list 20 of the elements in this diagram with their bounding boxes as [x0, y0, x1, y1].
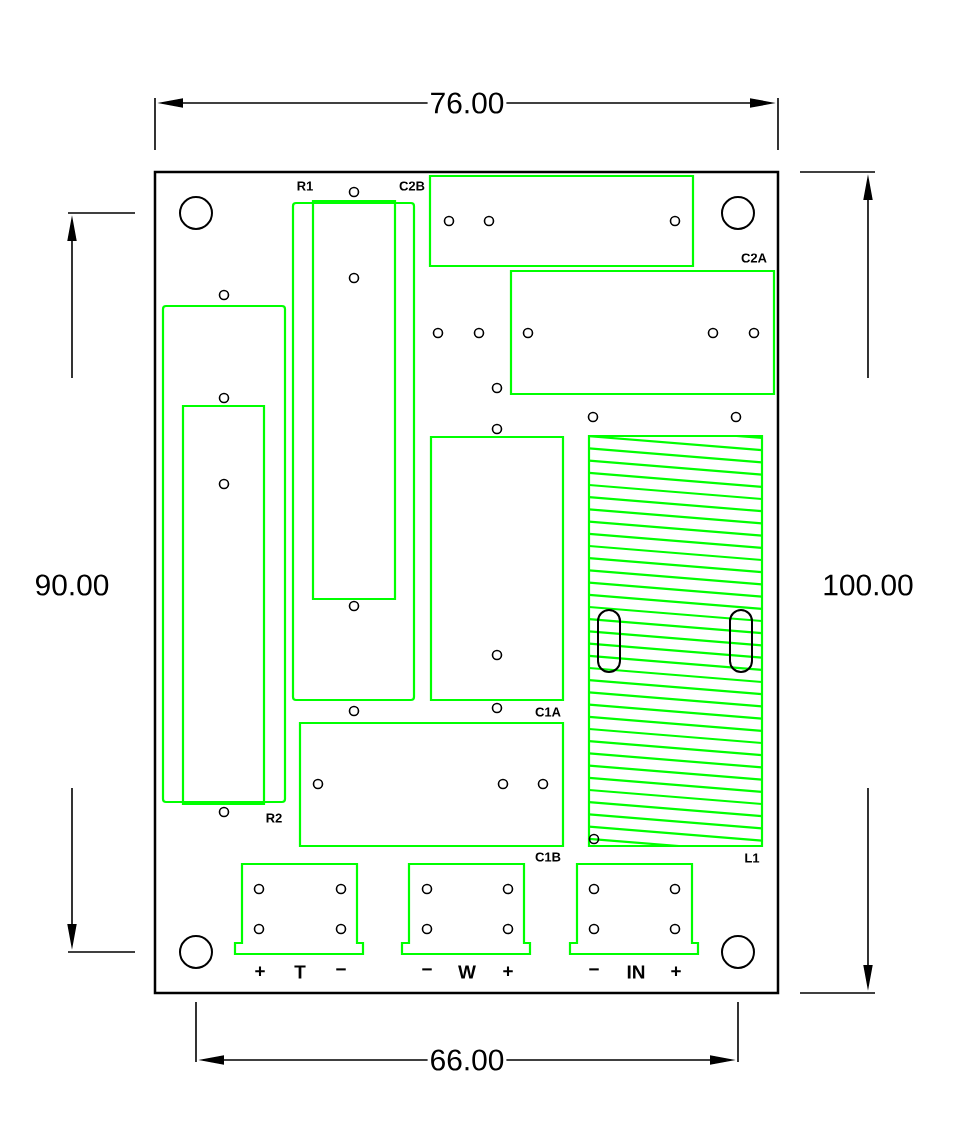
dimension-text: 100.00 — [820, 572, 916, 598]
terminal-marking: − — [422, 968, 432, 971]
component-designator: C1B — [535, 852, 561, 862]
component-designator: R1 — [297, 181, 313, 191]
terminal-marking: W — [458, 965, 476, 979]
terminal-marking: + — [671, 966, 681, 977]
terminal-marking: − — [336, 968, 346, 971]
dimension-text: 90.00 — [32, 572, 112, 598]
terminal-marking: + — [503, 966, 513, 977]
component-designator: C2B — [399, 181, 425, 191]
terminal-marking: − — [589, 968, 599, 971]
terminal-marking: T — [294, 965, 306, 979]
terminal-marking: + — [255, 966, 265, 977]
dimension-text: 66.00 — [427, 1047, 507, 1073]
component-designator: L1 — [745, 853, 760, 863]
dimension-text: 76.00 — [427, 90, 507, 116]
component-designator: R2 — [266, 813, 282, 823]
terminal-marking: IN — [627, 965, 645, 979]
component-designator: C2A — [741, 253, 767, 263]
component-designator: C1A — [535, 707, 561, 717]
